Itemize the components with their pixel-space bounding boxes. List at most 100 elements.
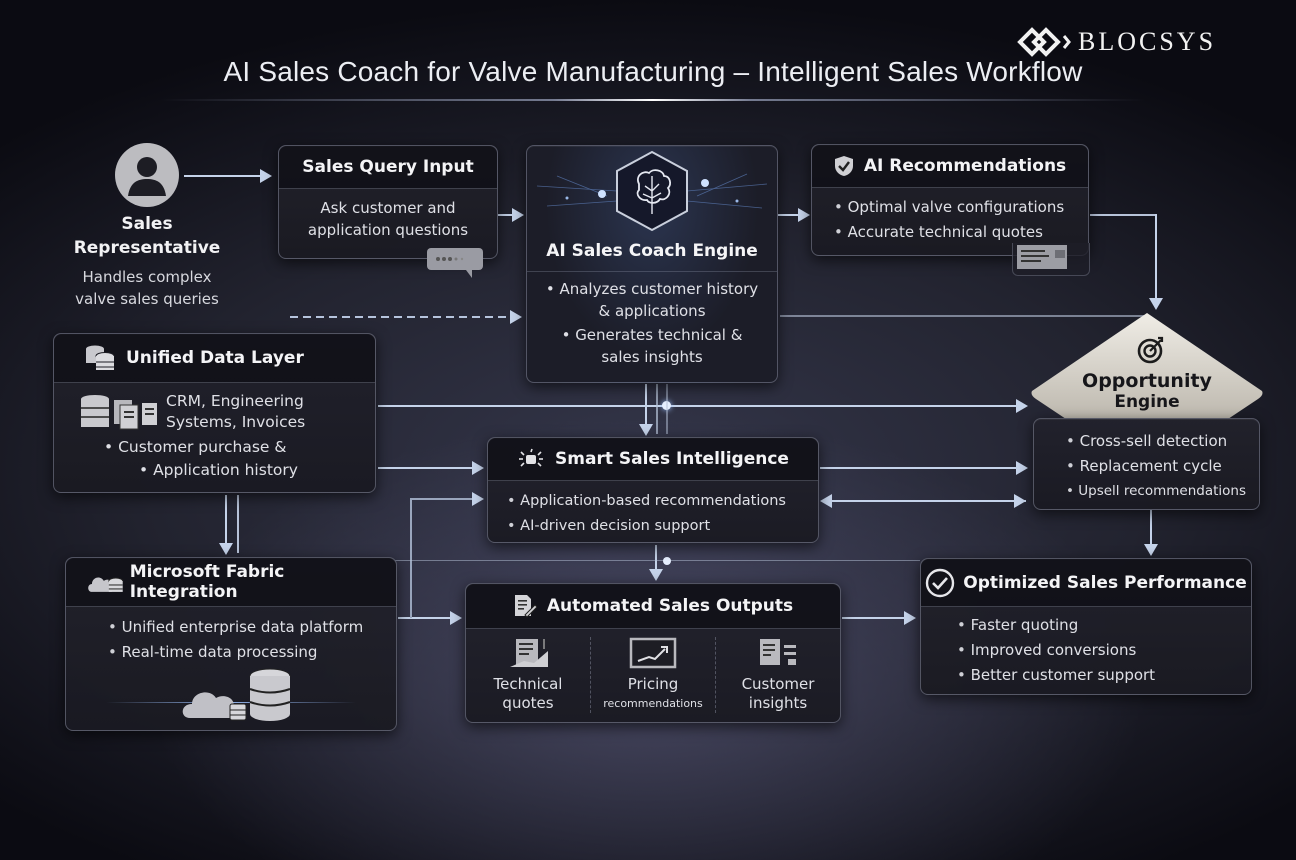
sales-representative: Sales Representative Handles complex val… — [62, 142, 232, 310]
connector-intel-to-outputs — [649, 545, 663, 581]
technical-quote-icon — [510, 639, 548, 667]
data-layer-sources-text: CRM, Engineering Systems, Invoices — [166, 392, 306, 431]
connector-rec-elbow-h — [1090, 214, 1156, 216]
sales-query-input-card: Sales Query Input Ask customer and appli… — [278, 145, 498, 259]
document-card-icon-wrap — [1012, 243, 1090, 276]
connector-data-fabric-dashed — [237, 495, 239, 553]
microsoft-fabric-integration-card: Microsoft Fabric Integration Unified ent… — [65, 557, 397, 731]
recommendations-title: AI Recommendations — [863, 156, 1067, 176]
smart-intel-header: Smart Sales Intelligence — [488, 438, 818, 481]
engine-visual — [527, 146, 777, 241]
connector-query-to-engine — [498, 208, 524, 222]
list-item: Improved conversions — [957, 638, 1251, 663]
data-layer-bullets: • Customer purchase & • Application hist… — [54, 436, 375, 482]
data-layer-header: Unified Data Layer — [54, 334, 375, 383]
title-divider — [160, 99, 1145, 101]
ai-recommendations-card: AI Recommendations Optimal valve configu… — [811, 144, 1089, 256]
output-item-customer-insights: Customer insights — [716, 637, 840, 713]
shield-check-icon — [834, 156, 853, 176]
connector-opportunity-to-intel — [820, 494, 1026, 508]
list-item: Accurate technical quotes — [834, 220, 1088, 245]
automated-sales-outputs-card: Automated Sales Outputs Technical quotes… — [465, 583, 841, 723]
connector-intel-to-opportunity — [820, 461, 1028, 475]
page-title: AI Sales Coach for Valve Manufacturing –… — [223, 56, 1083, 87]
opportunity-engine: Opportunity Engine — [1028, 311, 1266, 421]
outputs-items: Technical quotes Pricing recommendations — [466, 629, 840, 713]
opportunity-diamond-shape — [1031, 313, 1263, 419]
document-card-icon — [1017, 245, 1067, 269]
document-edit-icon — [514, 595, 537, 618]
performance-list: Faster quoting Improved conversions Bett… — [921, 607, 1251, 688]
engine-title: AI Sales Coach Engine — [527, 241, 777, 272]
customer-insights-icon — [760, 639, 796, 665]
connector-engine-intel-aux2 — [666, 384, 668, 434]
recommendations-header: AI Recommendations — [812, 145, 1088, 188]
list-item: Unified enterprise data platform — [108, 615, 396, 640]
engine-bullets: • Analyzes customer history & applicatio… — [527, 272, 777, 368]
list-item: Replacement cycle — [1066, 454, 1259, 479]
query-input-header: Sales Query Input — [279, 146, 497, 189]
optimized-sales-performance-card: Optimized Sales Performance Faster quoti… — [920, 558, 1252, 695]
list-item: • Customer purchase & — [104, 438, 287, 456]
rep-title: Sales Representative — [73, 214, 221, 258]
connector-outputs-to-performance — [842, 611, 916, 625]
query-input-body: Ask customer and application questions — [307, 199, 469, 239]
performance-header: Optimized Sales Performance — [921, 559, 1251, 607]
unified-data-layer-card: Unified Data Layer CRM, Engineering Syst… — [53, 333, 376, 493]
recommendations-list: Optimal valve configurations Accurate te… — [812, 188, 1088, 245]
idea-spark-icon — [519, 448, 544, 467]
connector-engine-intel-aux — [656, 384, 658, 434]
list-item: Faster quoting — [957, 613, 1251, 638]
list-item: Real-time data processing — [108, 640, 396, 665]
chat-bubble-icon — [427, 248, 483, 278]
opportunity-list: Cross-sell detection Replacement cycle U… — [1034, 419, 1259, 504]
connector-data-to-fabric — [219, 495, 233, 555]
fabric-list: Unified enterprise data platform Real-ti… — [66, 607, 396, 665]
fabric-header: Microsoft Fabric Integration — [66, 558, 396, 607]
smart-intel-title: Smart Sales Intelligence — [555, 449, 789, 469]
cloud-server-icon — [182, 668, 291, 721]
smart-intel-list: Application-based recommendations AI-dri… — [488, 481, 818, 539]
brain-hexagon-icon — [536, 150, 768, 232]
connector-opportunity-to-intel-head — [1014, 494, 1026, 508]
list-item: AI-driven decision support — [507, 514, 818, 539]
performance-title: Optimized Sales Performance — [963, 572, 1247, 593]
logo-text: BLOCSYS — [1078, 27, 1217, 56]
database-stack-icon — [86, 345, 115, 370]
outputs-header: Automated Sales Outputs — [466, 584, 840, 629]
list-item: Cross-sell detection — [1066, 429, 1259, 454]
connector-fabric-elbow-v — [410, 498, 412, 618]
connector-engine-to-intel — [639, 384, 653, 436]
check-circle-icon — [926, 568, 955, 597]
query-input-title: Sales Query Input — [302, 157, 474, 177]
connector-fabric-to-outputs — [398, 611, 462, 625]
fabric-visual — [66, 666, 396, 722]
target-icon — [1137, 336, 1164, 364]
connector-data-to-opportunity — [378, 399, 1028, 413]
engine-bullet: • Analyzes customer history — [545, 280, 759, 298]
list-item: Optimal valve configurations — [834, 195, 1088, 220]
connector-dashed-left — [290, 310, 522, 324]
connector-junction-dot-lower — [663, 557, 671, 565]
data-layer-sources: CRM, Engineering Systems, Invoices — [54, 383, 375, 433]
list-item: • Application history — [139, 461, 298, 479]
list-item: Upsell recommendations — [1066, 479, 1259, 504]
engine-bullet: • Generates technical & — [561, 326, 743, 344]
connector-rec-to-opportunity — [1149, 214, 1163, 310]
blocsys-logo-icon — [1017, 27, 1071, 57]
connector-dashed-right — [780, 315, 1145, 317]
list-item: Application-based recommendations — [507, 489, 818, 514]
data-layer-title: Unified Data Layer — [126, 348, 304, 368]
rep-description: Handles complex valve sales queries — [75, 268, 219, 308]
opportunity-title: Opportunity Engine — [1082, 370, 1212, 413]
connector-fabric-to-intel — [410, 492, 484, 506]
output-item-pricing: Pricing recommendations — [591, 637, 716, 713]
fabric-title: Microsoft Fabric Integration — [129, 562, 285, 602]
opportunity-details-card: Cross-sell detection Replacement cycle U… — [1033, 418, 1260, 510]
connector-engine-to-recommendations — [778, 208, 810, 222]
outputs-title: Automated Sales Outputs — [546, 596, 794, 616]
list-item: Better customer support — [957, 663, 1251, 688]
output-item-technical-quotes: Technical quotes — [466, 637, 591, 713]
connector-opportunity-to-performance — [1144, 510, 1158, 556]
connector-rep-to-query — [184, 169, 272, 183]
